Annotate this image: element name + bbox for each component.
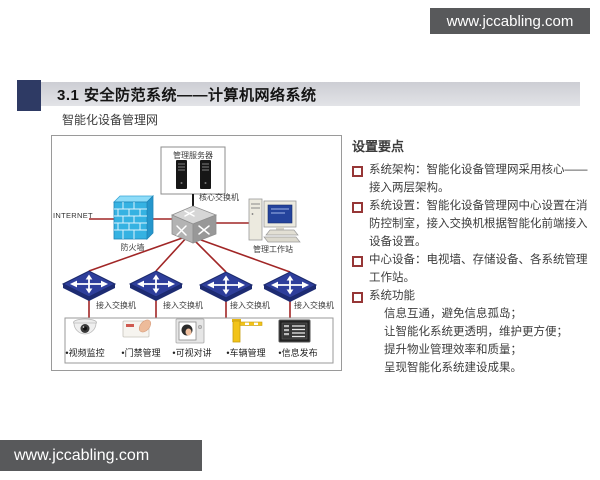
info-screen-icon [278,319,311,343]
network-diagram: 管理服务器 核心交换机 INTERNET 防火墙 管理工作站 接入交换机 接入交… [51,135,342,371]
point-line: 工作站。 [369,272,415,284]
title-accent-square [17,80,41,111]
camera-icon [73,318,97,335]
website-banner-top: www.jccabling.com [430,8,590,34]
point-text: 中心设备：电视墙、存储设备、各系统管理 工作站。 [369,251,588,287]
endpoint-vehicle-management: •车辆管理 [226,348,266,358]
firewall-icon [113,195,154,240]
point-subline: 提升物业管理效率和质量； [384,344,522,356]
server-icon [160,146,226,208]
point-line: 中心设备：电视墙、存储设备、各系统管理 [369,254,588,266]
point-sublines: 信息互通，避免信息孤岛； 让智能化系统更透明，维护更方便； 提升物业管理效率和质… [384,305,568,377]
access-switch-icons [62,270,317,303]
core-switch-icon [170,205,218,244]
barrier-gate-icon [232,319,263,343]
point-text: 系统功能 信息互通，避免信息孤岛； 让智能化系统更透明，维护更方便； 提升物业管… [369,287,568,377]
workstation-label: 管理工作站 [253,245,293,254]
point-text: 系统架构：智能化设备管理网采用核心—— 接入两层架构。 [369,161,588,197]
endpoint-video-intercom: •可视对讲 [172,348,212,358]
access-switch-label-2: 接入交换机 [163,301,203,310]
internet-label: INTERNET [53,211,93,220]
bullet-marker [352,166,363,177]
point-subline: 信息互通，避免信息孤岛； [384,308,522,320]
diagram-title: 智能化设备管理网 [62,113,159,127]
point-line: 系统架构：智能化设备管理网采用核心—— [369,164,588,176]
point-item-central-devices: 中心设备：电视墙、存储设备、各系统管理 工作站。 [352,251,594,287]
point-line: 系统设置：智能化设备管理网中心设置在消 [369,200,588,212]
firewall-label: 防火墙 [120,243,145,252]
page-title: 3.1 安全防范系统——计算机网络系统 [57,86,317,104]
diagram-graphics [62,146,334,364]
point-line: 系统功能 [369,290,415,302]
point-item-architecture: 系统架构：智能化设备管理网采用核心—— 接入两层架构。 [352,161,594,197]
setup-points-panel: 设置要点 系统架构：智能化设备管理网采用核心—— 接入两层架构。 系统设置：智能… [352,136,594,377]
access-switch-label-1: 接入交换机 [96,301,136,310]
access-switch-label-4: 接入交换机 [294,301,334,310]
points-heading: 设置要点 [352,139,405,154]
access-switch-label-3: 接入交换机 [230,301,270,310]
bullet-marker [352,256,363,267]
point-subline: 让智能化系统更透明，维护更方便； [384,326,568,338]
website-banner-bottom: www.jccabling.com [0,440,202,471]
workstation-icon [248,198,301,243]
server-label: 管理服务器 [173,151,213,160]
point-line: 接入两层架构。 [369,182,450,194]
point-item-setup: 系统设置：智能化设备管理网中心设置在消 防控制室，接入交换机根据智能化前端接入 … [352,197,594,251]
endpoint-access-control: •门禁管理 [121,348,161,358]
endpoint-video-surveillance: •视频监控 [65,348,105,358]
core-switch-label: 核心交换机 [199,193,239,202]
intercom-icon [175,318,205,344]
point-subline: 呈现智能化系统建设成果。 [384,362,522,374]
point-line: 防控制室，接入交换机根据智能化前端接入 [369,218,588,230]
title-bar: 3.1 安全防范系统——计算机网络系统 [41,82,580,106]
bullet-marker [352,292,363,303]
point-line: 设备设置。 [369,236,427,248]
bullet-marker [352,202,363,213]
point-text: 系统设置：智能化设备管理网中心设置在消 防控制室，接入交换机根据智能化前端接入 … [369,197,588,251]
access-card-icon [122,319,152,338]
point-item-functions: 系统功能 信息互通，避免信息孤岛； 让智能化系统更透明，维护更方便； 提升物业管… [352,287,594,377]
endpoint-info-display: •信息发布 [278,348,318,358]
